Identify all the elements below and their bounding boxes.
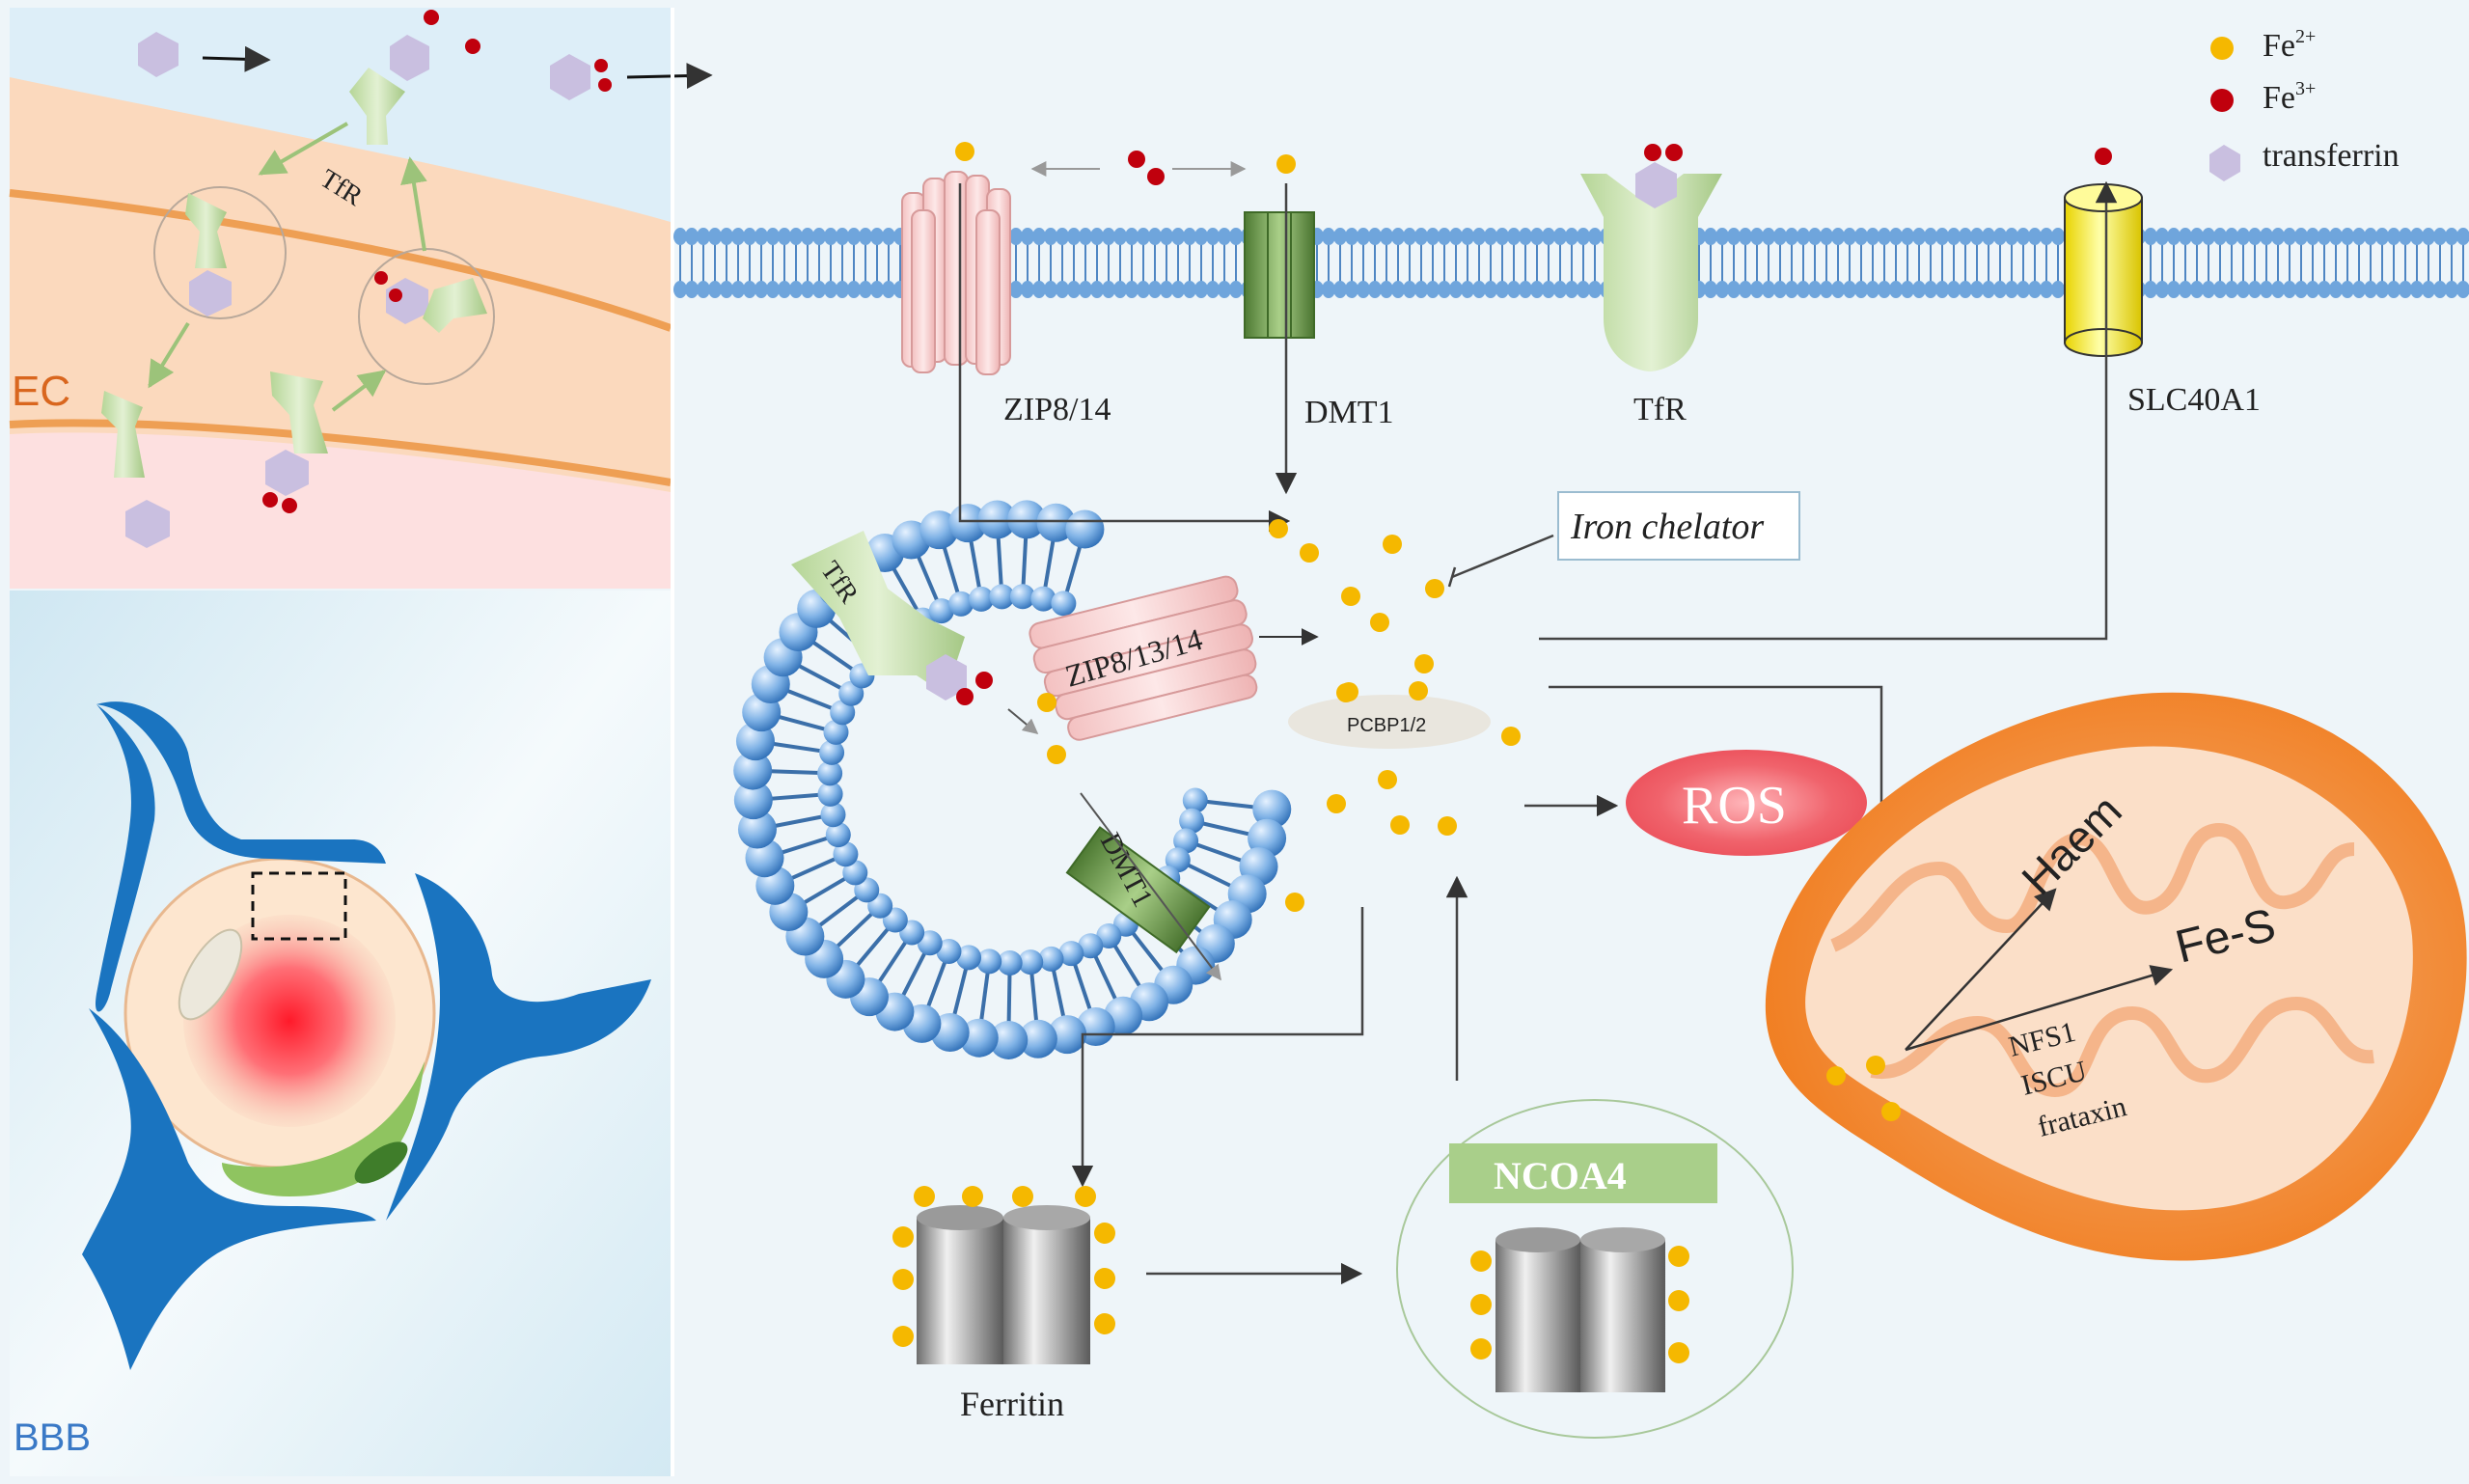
iron-chelator-box (1557, 491, 1800, 561)
autophagosome (1396, 1099, 1794, 1439)
transferrin-icon (125, 500, 170, 548)
zoom-box (251, 871, 347, 941)
endocytic-vesicle (153, 186, 287, 319)
ferritin-complex (892, 1186, 1115, 1364)
cytosolic-fe2-pool (1269, 519, 1521, 912)
legend: Fe2+ Fe3+ transferrin (2209, 26, 2400, 181)
slc40a1-exporter (2064, 148, 2143, 357)
ros-blob (1626, 750, 1867, 856)
dmt1-transporter (1244, 211, 1315, 339)
tfr-receptor-icon (270, 371, 328, 453)
iron-chelator-label: Iron chelator (1570, 507, 1764, 547)
transferrin-icon (550, 54, 590, 100)
legend-fe3: Fe3+ (2263, 78, 2316, 116)
ncoa4-box (1449, 1143, 1717, 1203)
bbb-panel: BBB (10, 591, 671, 1476)
pcbp-label: PCBP1/2 (1347, 715, 1426, 736)
ros-label: ROS (1682, 776, 1787, 836)
legend-fe2: Fe2+ (2263, 26, 2316, 64)
fe3-legend-icon (2210, 89, 2234, 112)
tfr-endosome-receptor (791, 531, 993, 705)
ferritin-in-autophagosome (1470, 1227, 1689, 1392)
tfr-receptor-icon (101, 391, 145, 478)
ec-label: EC (12, 368, 70, 415)
tfr-receptor-icon (185, 193, 227, 268)
slc40a1-label: SLC40A1 (2127, 382, 2261, 418)
zip8-14-transporter (901, 171, 1011, 375)
tfr-membrane-receptor (1580, 144, 1722, 371)
ncoa4-label: NCOA4 (1494, 1154, 1627, 1197)
mitochondrion (1765, 692, 2467, 1261)
bbb-label: BBB (14, 1416, 91, 1459)
pathway-arrows (958, 180, 2118, 1285)
tfr-receptor-icon (349, 68, 405, 145)
nucleus-shape (178, 928, 243, 1021)
dmt1-label: DMT1 (1304, 395, 1394, 430)
fe2-legend-icon (2210, 37, 2234, 60)
endosome (733, 500, 1292, 1059)
fe2-dot (1276, 154, 1296, 174)
transferrin-icon (390, 35, 429, 81)
tfr-membrane-label: TfR (1633, 392, 1687, 427)
legend-transferrin: transferrin (2263, 138, 2400, 174)
pcbp-chaperone (1288, 695, 1491, 749)
transferrin-icon (265, 450, 309, 496)
zip8-14-label: ZIP8/14 (1003, 392, 1111, 427)
transferrin-icon (138, 32, 178, 77)
transferrin-icon (189, 270, 232, 316)
fe2-dot (955, 142, 974, 161)
ec-panel: EC TfR (9, 8, 713, 589)
endocytic-vesicle (358, 248, 495, 385)
transferrin-legend-icon (2209, 145, 2240, 181)
tfr-receptor-icon (423, 278, 487, 333)
ferritin-label: Ferritin (960, 1385, 1064, 1423)
zip8-13-14-transporter (1029, 575, 1258, 741)
dmt1-endosome-transporter (1065, 826, 1211, 954)
